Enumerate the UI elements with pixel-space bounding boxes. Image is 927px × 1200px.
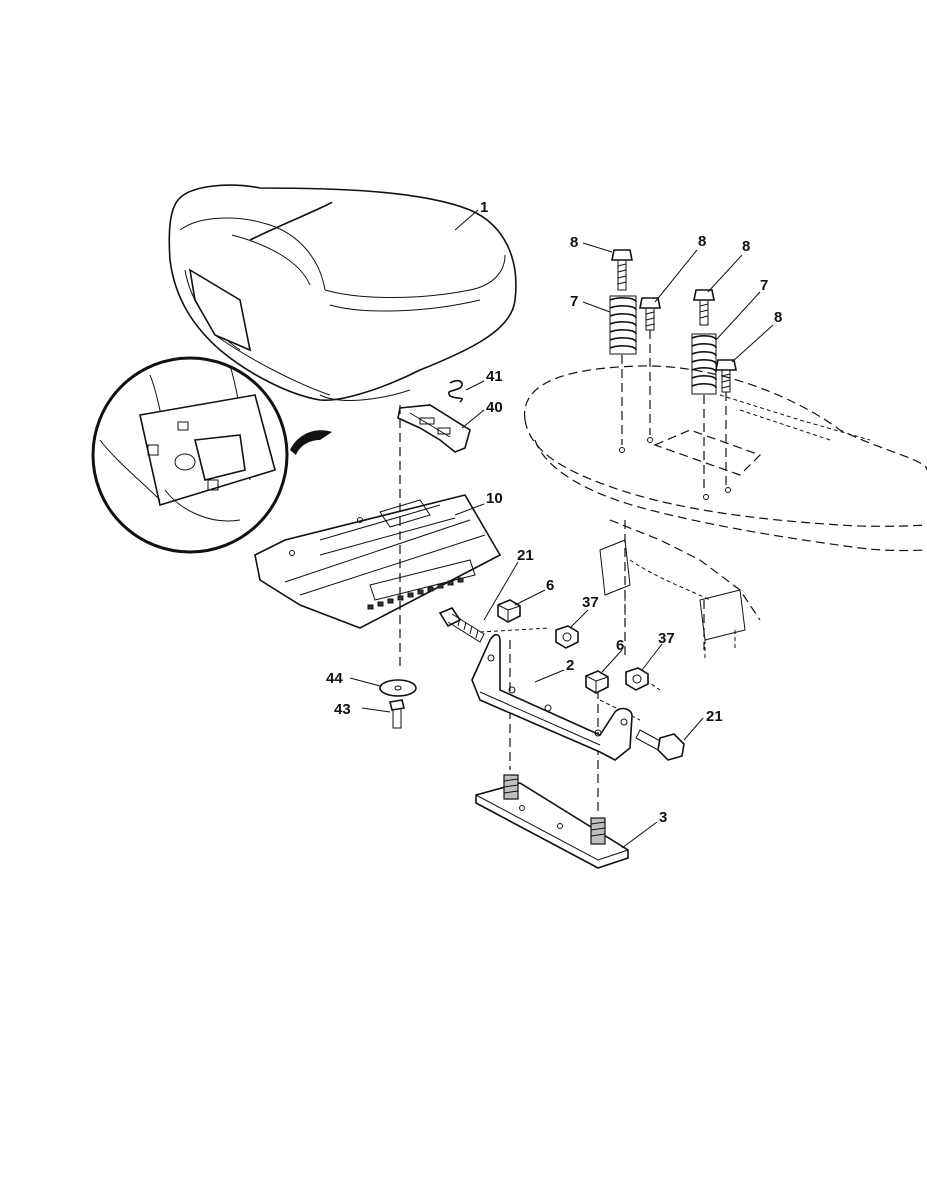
bolt-8-d	[715, 359, 737, 393]
washer-44	[379, 679, 417, 697]
callout-labels: 1 8 8 8 8 7 7 41 40 10 21 21 6 6 37 37 2…	[326, 199, 782, 826]
spring-7-left	[609, 295, 637, 355]
detail-inset	[91, 356, 332, 554]
stud-left	[503, 774, 519, 800]
callout-6-a: 6	[546, 577, 554, 594]
callout-10: 10	[486, 490, 503, 507]
tractor-frame	[524, 365, 927, 660]
seat-pan-10	[254, 494, 502, 629]
callout-1: 1	[480, 199, 488, 216]
callout-2: 2	[566, 657, 574, 674]
callout-7-a: 7	[570, 293, 578, 310]
base-plate-3	[475, 782, 629, 869]
callout-21-a: 21	[517, 547, 534, 564]
callout-40: 40	[486, 399, 503, 416]
callout-37-b: 37	[658, 630, 675, 647]
bolt-21-right	[635, 729, 685, 761]
bracket-2	[471, 633, 633, 761]
nut-6-a	[497, 599, 521, 623]
latch-bracket-40	[397, 404, 471, 453]
callout-21-b: 21	[706, 708, 723, 725]
callout-3: 3	[659, 809, 667, 826]
stud-right	[590, 817, 606, 845]
callout-37-a: 37	[582, 594, 599, 611]
callout-8-c: 8	[742, 238, 750, 255]
callout-43: 43	[334, 701, 351, 718]
callout-8-d: 8	[774, 309, 782, 326]
bolt-43	[389, 699, 405, 729]
leader-lines	[349, 209, 774, 849]
bolt-8-c	[693, 289, 715, 326]
slot-row	[367, 577, 464, 610]
bolt-8-b	[639, 297, 661, 331]
spring-41	[447, 380, 463, 403]
callout-41: 41	[486, 368, 503, 385]
bolt-21-left	[438, 607, 485, 643]
callout-7-b: 7	[760, 277, 768, 294]
alignment-lines	[399, 330, 727, 815]
callout-8-a: 8	[570, 234, 578, 251]
callout-8-b: 8	[698, 233, 706, 250]
seat	[168, 184, 517, 402]
callout-6-b: 6	[616, 637, 624, 654]
bolt-8-a	[611, 249, 633, 291]
locknut-37-a	[555, 625, 579, 649]
callout-44: 44	[326, 670, 343, 687]
spring-7-right	[691, 333, 717, 395]
locknut-37-b	[625, 667, 649, 691]
nut-6-b	[585, 670, 609, 694]
